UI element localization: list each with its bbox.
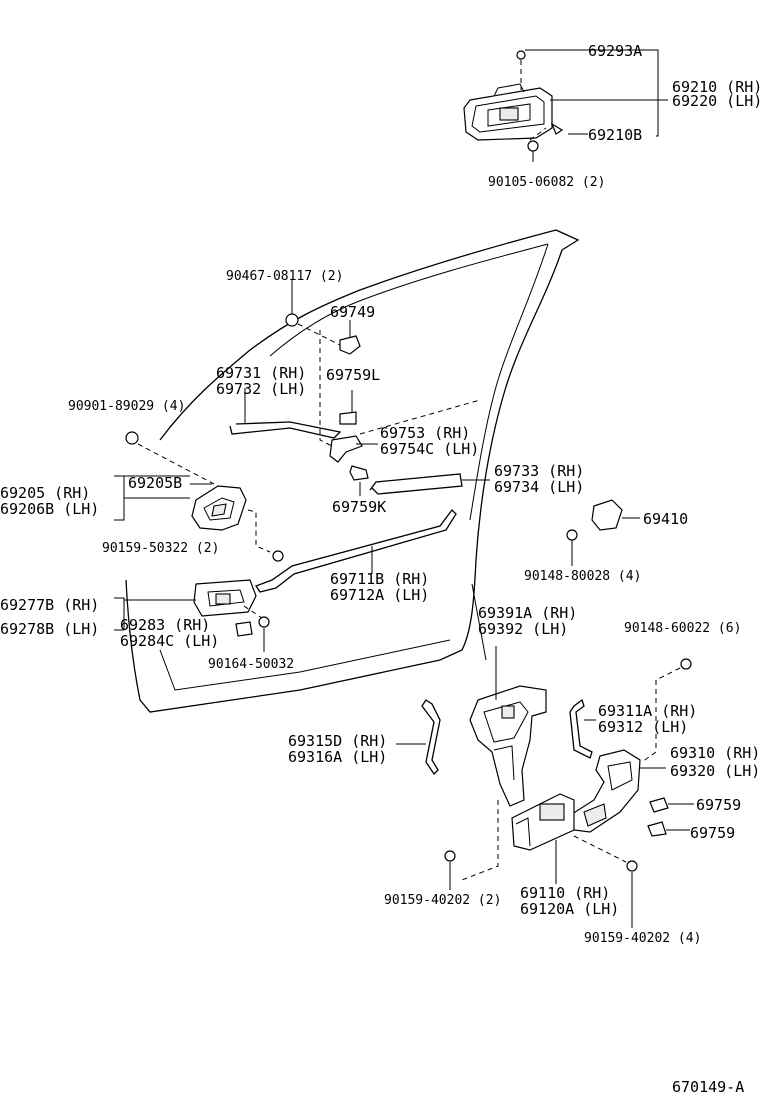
label-69278B: 69278B (LH) [0, 620, 99, 638]
label-69759-b: 69759 [690, 824, 735, 842]
label-69711B: 69711B (RH) [330, 570, 429, 588]
label-90148-80028: 90148-80028 (4) [524, 569, 641, 584]
label-69210B: 69210B [588, 126, 642, 144]
label-69277B: 69277B (RH) [0, 596, 99, 614]
rod-69711B [255, 509, 457, 593]
lock-69410 [591, 499, 623, 531]
label-90164-50032: 90164-50032 [208, 657, 294, 672]
label-69734: 69734 (LH) [494, 478, 584, 496]
label-69206B: 69206B (LH) [0, 500, 99, 518]
bezel-69277B [193, 579, 257, 617]
rod-69733 [369, 473, 463, 495]
label-69749: 69749 [330, 303, 375, 321]
inside-handle-69205 [191, 485, 247, 531]
clip-69749 [339, 335, 361, 355]
label-69110: 69110 (RH) [520, 884, 610, 902]
clip-69759-a [649, 797, 669, 813]
label-69392: 69392 (LH) [478, 620, 568, 638]
label-69759K: 69759K [332, 498, 386, 516]
label-69283: 69283 (RH) [120, 616, 210, 634]
label-90159-50322: 90159-50322 (2) [102, 541, 219, 556]
label-69293A: 69293A [588, 42, 642, 60]
label-69759L: 69759L [326, 366, 380, 384]
door-lock-assembly [469, 685, 547, 807]
label-69712A: 69712A (LH) [330, 586, 429, 604]
label-69205B: 69205B [128, 474, 182, 492]
rod-69315D [421, 699, 441, 776]
label-90467-08117: 90467-08117 (2) [226, 269, 343, 284]
label-69733: 69733 (RH) [494, 462, 584, 480]
label-69120A: 69120A (LH) [520, 900, 619, 918]
lock-actuator-69110 [511, 793, 575, 851]
label-90105-06082: 90105-06082 (2) [488, 175, 605, 190]
label-69311A: 69311A (RH) [598, 702, 697, 720]
label-69310: 69310 (RH) [670, 744, 760, 762]
label-90159-40202-a: 90159-40202 (2) [384, 893, 501, 908]
figure-id: 670149-A [672, 1078, 744, 1096]
label-69732: 69732 (LH) [216, 380, 306, 398]
clip-69759-b [647, 821, 667, 837]
screw-90148-80028 [566, 529, 578, 541]
bracket-69310 [571, 749, 641, 833]
cover-69283 [235, 621, 253, 637]
label-69220: 69220 (LH) [672, 92, 760, 110]
screw-90159-40202-a [444, 850, 456, 862]
label-69315D: 69315D (RH) [288, 732, 387, 750]
door-outline [125, 229, 580, 713]
label-90901-89029: 90901-89029 (4) [68, 399, 185, 414]
label-69284C: 69284C (LH) [120, 632, 219, 650]
screw-90159-40202-b [626, 860, 638, 872]
screw-90159-50322 [272, 550, 284, 562]
label-90159-40202-b: 90159-40202 (4) [584, 931, 701, 946]
grommet-90467 [285, 313, 299, 327]
clip-69759K [349, 465, 369, 481]
screw-90148-60022 [680, 658, 692, 670]
label-69731: 69731 (RH) [216, 364, 306, 382]
label-69759-a: 69759 [696, 796, 741, 814]
outside-handle-assembly [463, 50, 564, 162]
label-69391A: 69391A (RH) [478, 604, 577, 622]
label-69754C: 69754C (LH) [380, 440, 479, 458]
label-69210: 69210 (RH) [672, 78, 760, 96]
label-69312: 69312 (LH) [598, 718, 688, 736]
clip-69759L [339, 411, 357, 425]
lever-69753 [329, 435, 363, 463]
label-69205: 69205 (RH) [0, 484, 90, 502]
label-69316A: 69316A (LH) [288, 748, 387, 766]
label-69753: 69753 (RH) [380, 424, 470, 442]
label-69410: 69410 [643, 510, 688, 528]
label-90148-60022: 90148-60022 (6) [624, 621, 741, 636]
rod-69311A [569, 698, 593, 759]
label-69320: 69320 (LH) [670, 762, 760, 780]
